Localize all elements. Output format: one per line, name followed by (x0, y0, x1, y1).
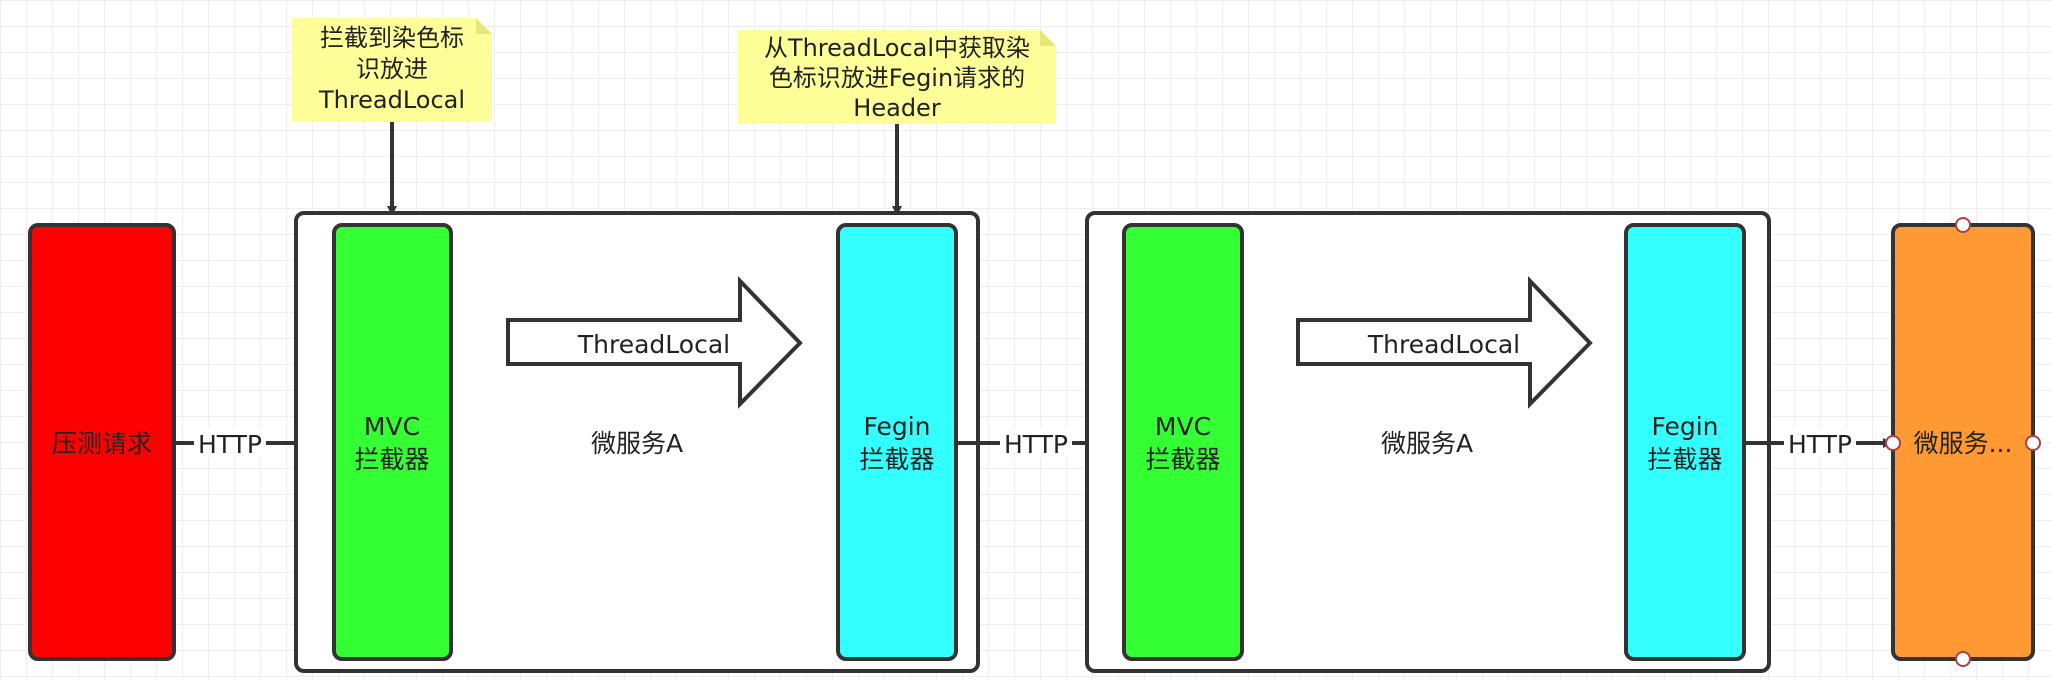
service-b-mvc-line-2: 拦截器 (1145, 445, 1220, 474)
source-label: 压测请求 (52, 429, 152, 458)
service-b-mvc-interceptor: MVC 拦截器 (1122, 223, 1244, 661)
service-b-fegin-line-1: Fegin (1651, 412, 1718, 441)
service-b-threadlocal-arrow: ThreadLocal (1296, 276, 1593, 409)
service-a-mvc-line-2: 拦截器 (354, 445, 429, 474)
target-label: 微服务... (1914, 429, 2013, 458)
note-fegin-line-1: 从ThreadLocal中获取染 (764, 34, 1030, 62)
note-fegin-line-2: 色标识放进Fegin请求的 (769, 64, 1025, 92)
note-mvc: 拦截到染色标 识放进 ThreadLocal (292, 18, 492, 122)
service-a-threadlocal-arrow: ThreadLocal (506, 276, 803, 409)
service-a-title: 微服务A (591, 429, 683, 458)
note-mvc-line-3: ThreadLocal (318, 86, 465, 114)
http-label-3: HTTP (1788, 430, 1852, 459)
service-b-fegin-line-2: 拦截器 (1647, 445, 1722, 474)
service-a-arrow-label: ThreadLocal (577, 330, 730, 359)
note-mvc-line-2: 识放进 (356, 55, 428, 83)
note-mvc-line-1: 拦截到染色标 (320, 24, 464, 52)
note-fegin-line-3: Header (853, 94, 941, 122)
service-b-arrow-label: ThreadLocal (1367, 330, 1520, 359)
service-a-fegin-interceptor: Fegin 拦截器 (836, 223, 958, 661)
service-b-fegin-interceptor: Fegin 拦截器 (1624, 223, 1746, 661)
service-a-fegin-line-1: Fegin (863, 412, 930, 441)
service-a-mvc-interceptor: MVC 拦截器 (332, 223, 453, 661)
target-node[interactable]: 微服务... (1885, 217, 2041, 667)
connect-handle-top[interactable] (1955, 217, 1971, 233)
service-a-fegin-line-2: 拦截器 (859, 445, 934, 474)
service-b-title: 微服务A (1381, 429, 1473, 458)
connect-handle-left[interactable] (1885, 435, 1901, 451)
service-b-mvc-line-1: MVC (1155, 412, 1211, 441)
note-fegin: 从ThreadLocal中获取染 色标识放进Fegin请求的 Header (738, 30, 1056, 124)
service-a-mvc-line-1: MVC (364, 412, 420, 441)
connect-handle-right[interactable] (2025, 435, 2041, 451)
source-node: 压测请求 (28, 223, 176, 661)
http-label-1: HTTP (198, 430, 262, 459)
http-label-2: HTTP (1004, 430, 1068, 459)
connect-handle-bottom[interactable] (1955, 651, 1971, 667)
